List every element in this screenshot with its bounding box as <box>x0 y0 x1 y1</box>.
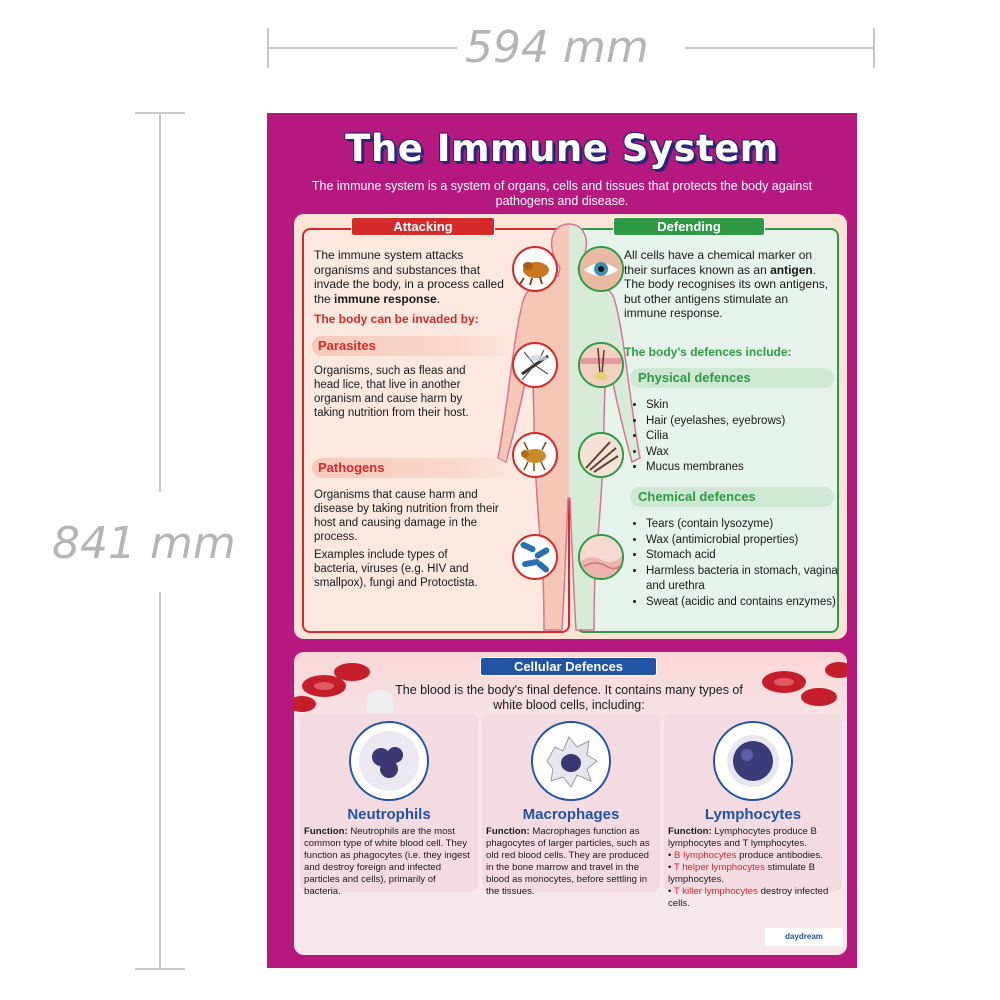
list-item: Wax (antimicrobial properties) <box>646 533 846 549</box>
human-body-illustration <box>497 223 641 631</box>
list-item: Sweat (acidic and contains enzymes) <box>646 595 846 611</box>
eye-icon <box>578 246 624 292</box>
invaded-heading: The body can be invaded by: <box>314 312 479 326</box>
defending-tag: Defending <box>614 218 764 235</box>
macrophages-function: Function: Macrophages function as phagoc… <box>486 826 650 897</box>
poster-subtitle: The immune system is a system of organs,… <box>311 179 813 208</box>
daydream-logo: daydream <box>765 928 843 946</box>
pathogens-text: Organisms that cause harm and disease by… <box>314 489 499 543</box>
neutrophil-icon <box>349 721 429 801</box>
physical-defences-heading: Physical defences <box>630 368 834 388</box>
attack-defend-panel: Attacking Defending The immune system at… <box>294 214 847 639</box>
parasites-heading: Parasites <box>312 336 518 356</box>
lymphocytes-name: Lymphocytes <box>704 806 802 823</box>
list-item: Tears (contain lysozyme) <box>646 517 846 533</box>
skin-layer-icon <box>578 342 624 388</box>
list-item: Skin <box>646 398 846 414</box>
parasites-text: Organisms, such as fleas and head lice, … <box>314 365 469 419</box>
physical-defences-list: Skin Hair (eyelashes, eyebrows) Cilia Wa… <box>634 398 846 476</box>
pathogens-examples: Examples include types of bacteria, viru… <box>314 549 478 589</box>
list-item: Hair (eyelashes, eyebrows) <box>646 414 846 430</box>
macrophages-name: Macrophages <box>522 806 620 823</box>
stomach-tissue-icon <box>578 534 624 580</box>
lymphocytes-function: Function: Lymphocytes produce B lymphocy… <box>668 826 829 909</box>
list-item: Wax <box>646 445 846 461</box>
bacteria-icon <box>512 534 558 580</box>
height-label: 841 mm <box>52 518 236 569</box>
poster-title: The Immune System <box>345 127 779 170</box>
cellular-defences-panel: Cellular Defences The blood is the body'… <box>294 652 847 955</box>
defences-heading: The body's defences include: <box>624 345 792 359</box>
defending-intro: All cells have a chemical marker on thei… <box>624 248 829 320</box>
cellular-intro: The blood is the body's final defence. I… <box>395 683 743 712</box>
head-louse-icon <box>512 432 558 478</box>
height-dimension-marker <box>135 112 185 970</box>
mosquito-icon <box>512 342 558 388</box>
chemical-defences-list: Tears (contain lysozyme) Wax (antimicrob… <box>634 517 846 610</box>
attacking-intro: The immune system attacks organisms and … <box>314 248 504 306</box>
pathogens-heading: Pathogens <box>312 458 518 478</box>
attacking-tag: Attacking <box>352 218 494 235</box>
neutrophils-function: Function: Neutrophils are the most commo… <box>304 826 470 897</box>
flea-icon <box>512 246 558 292</box>
neutrophils-name: Neutrophils <box>347 806 431 823</box>
poster: The Immune System The immune system is a… <box>267 113 857 968</box>
macrophage-icon <box>531 721 611 801</box>
red-blood-cells-illustration <box>294 662 847 718</box>
list-item: Harmless bacteria in stomach, vagina and… <box>646 564 846 595</box>
list-item: Stomach acid <box>646 548 846 564</box>
chemical-defences-heading: Chemical defences <box>630 487 834 507</box>
width-label: 594 mm <box>465 22 649 73</box>
cilia-icon <box>578 432 624 478</box>
lymphocyte-icon <box>713 721 793 801</box>
width-dimension-marker <box>267 28 875 68</box>
list-item: Mucus membranes <box>646 460 846 476</box>
cellular-defences-tag: Cellular Defences <box>481 658 656 675</box>
list-item: Cilia <box>646 429 846 445</box>
